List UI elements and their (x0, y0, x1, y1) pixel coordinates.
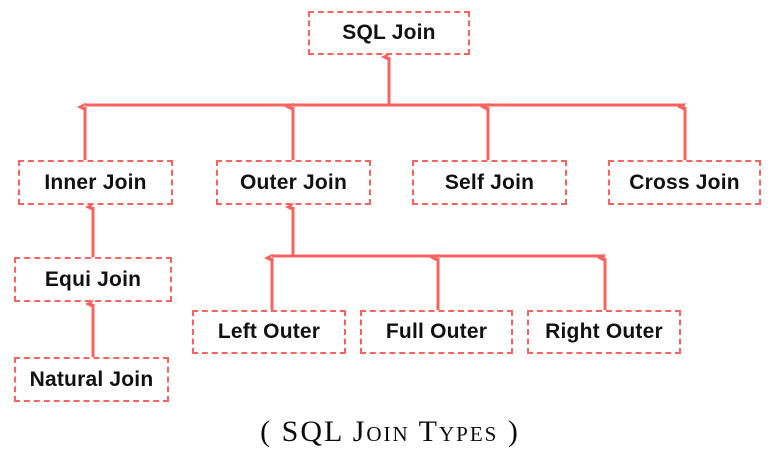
diagram-caption: ( SQL Join Types ) (260, 415, 520, 448)
node-full-outer-join[interactable]: Full Outer (360, 310, 513, 354)
node-inner-join[interactable]: Inner Join (18, 160, 173, 205)
node-cross-join[interactable]: Cross Join (608, 160, 761, 205)
node-left-outer-join[interactable]: Left Outer (192, 310, 346, 354)
node-equi-join[interactable]: Equi Join (14, 257, 172, 302)
node-self-join[interactable]: Self Join (412, 160, 567, 205)
node-outer-join[interactable]: Outer Join (216, 160, 371, 205)
node-sql-join[interactable]: SQL Join (308, 11, 470, 55)
node-natural-join[interactable]: Natural Join (14, 357, 169, 402)
node-right-outer-join[interactable]: Right Outer (527, 310, 681, 354)
